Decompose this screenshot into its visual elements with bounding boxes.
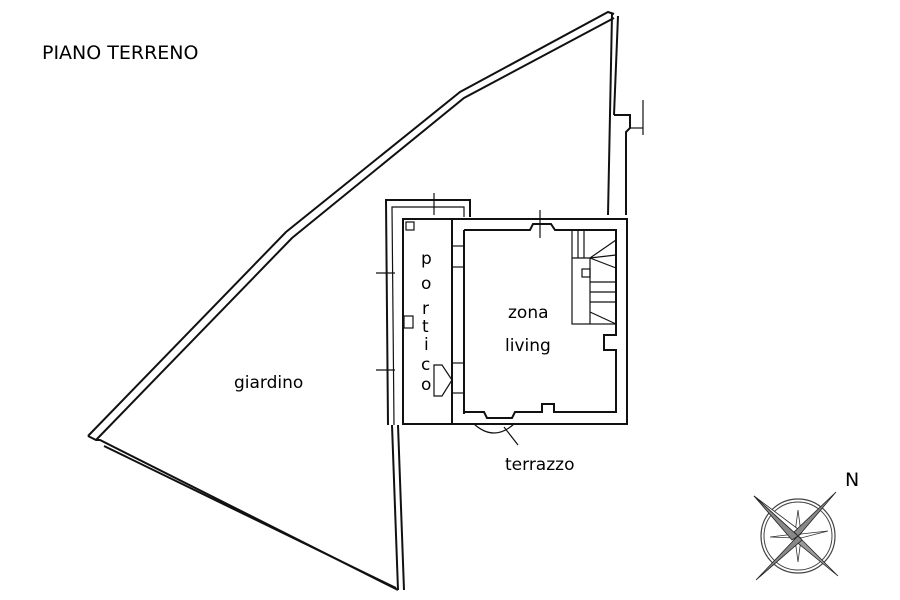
svg-text:p: p [421,249,432,269]
entrance-arrow-icon [433,364,453,397]
staircase [571,229,617,325]
svg-text:i: i [424,335,429,355]
room-label-terrazzo: terrazzo [505,455,574,475]
svg-text:t: t [422,317,429,337]
plan-title: PIANO TERRENO [42,42,198,64]
compass-north-label: N [845,469,859,491]
building [376,193,628,446]
svg-text:o: o [421,274,431,294]
room-label-living: living [505,336,551,356]
svg-text:r: r [422,299,429,319]
room-label-zona: zona [508,303,549,323]
room-label-giardino: giardino [234,373,303,393]
room-label-portico: p o r t i c o [421,249,432,395]
compass-rose-icon [753,491,839,581]
svg-text:c: c [421,355,430,375]
svg-text:o: o [421,375,431,395]
lot-boundary [87,10,644,591]
